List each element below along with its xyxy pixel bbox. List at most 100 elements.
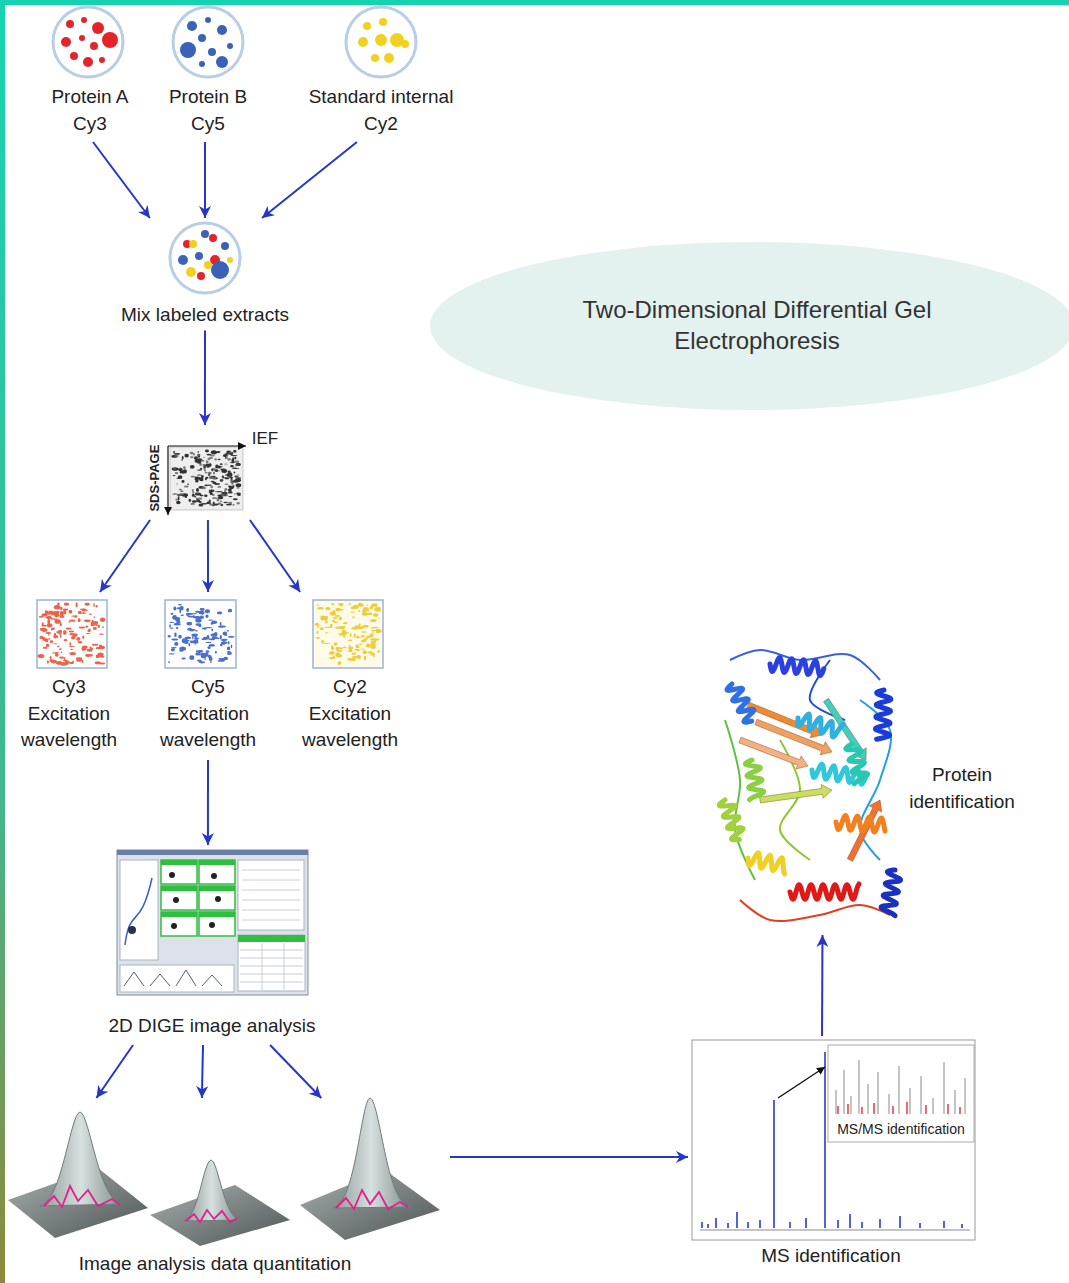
msms-inset: MS/MS identification (827, 1045, 975, 1143)
protein-dot (227, 43, 233, 49)
protein-dot (201, 230, 209, 238)
page-border (0, 0, 1069, 5)
protein-helix (836, 815, 885, 831)
software-screenshot: 2D DIGE image analysis (92, 845, 332, 1045)
node-label: IEF (245, 427, 285, 451)
flow-arrow (93, 142, 150, 218)
msms-inset (828, 1045, 974, 1142)
protein-dot (195, 252, 203, 260)
sample-dish (346, 7, 416, 77)
gel-spots (168, 604, 235, 663)
spectrum-frame (692, 1040, 975, 1240)
panel-dot (169, 872, 175, 878)
protein-dot (216, 56, 228, 68)
protein-dot (375, 34, 387, 46)
protein-dot (186, 267, 196, 277)
panel-dot (211, 873, 217, 879)
panel-dot (173, 897, 179, 903)
panel-header (161, 886, 197, 891)
panel-header (199, 912, 235, 917)
window-panel (161, 860, 197, 884)
panel-header (161, 912, 197, 917)
protein-dot (99, 57, 105, 63)
protein-dot (379, 18, 387, 26)
flow-arrow (450, 1156, 688, 1158)
protein-dot (197, 272, 205, 280)
flow-arrow (821, 935, 823, 1036)
protein-loop (730, 650, 880, 680)
peak-outline (186, 1210, 238, 1222)
node-label: MS/MS identification (829, 1120, 973, 1140)
protein-dot (83, 57, 93, 67)
channel-image (165, 600, 236, 668)
window-panel (199, 860, 235, 884)
axis-arrow (168, 445, 246, 446)
protein-dot (102, 32, 118, 48)
protein-dot (90, 42, 98, 50)
protein-dot (189, 240, 197, 248)
protein-dot (81, 17, 87, 23)
gel-spots (315, 603, 382, 666)
peak-surface (333, 1098, 410, 1208)
protein-dot (205, 17, 211, 23)
window-panel (199, 912, 235, 936)
panel-dot (209, 922, 215, 928)
protein-helix (727, 684, 754, 722)
protein-dot (371, 54, 379, 62)
flow-arrow (204, 331, 206, 425)
thumbnail-peaks (124, 970, 222, 986)
channel-image (313, 600, 383, 668)
protein-dot (180, 42, 196, 58)
protein-dot (70, 52, 78, 60)
channel-image (37, 600, 107, 668)
protein-dot (178, 255, 188, 265)
protein-helix (790, 884, 859, 899)
software-screenshot (117, 850, 308, 995)
protein-helix (745, 760, 763, 800)
window-frame (117, 850, 308, 995)
node-label: Cy2 Excitation wavelength (291, 674, 409, 754)
flow-arrow (96, 1045, 133, 1098)
mass-spectrum (692, 1040, 975, 1240)
table-lines (240, 943, 303, 990)
protein-strand (760, 784, 832, 803)
peak-outline (336, 1190, 408, 1209)
node-label: Standard internal Cy2 (300, 84, 462, 137)
gel-spots (38, 602, 106, 666)
panel-header (199, 886, 235, 891)
gel-spots (171, 450, 241, 507)
protein-dot (208, 48, 216, 56)
node-label: Protein B Cy5 (158, 84, 258, 137)
protein-helix (846, 744, 868, 784)
msms-peaks (838, 1102, 960, 1114)
flow-arrow (202, 1045, 203, 1098)
sample-circle: Standard internal Cy2 (295, 4, 467, 142)
ms-spectrum: MS identificationMS/MS identification (688, 1036, 980, 1276)
protein-helix (770, 658, 824, 676)
window-panel (120, 860, 158, 960)
protein-dot (61, 37, 71, 47)
channel-image: Cy5 Excitation wavelength (144, 592, 272, 760)
protein-dot (199, 61, 205, 67)
msms-peaks (836, 1060, 965, 1114)
protein-dot (358, 37, 368, 47)
flow-arrow (204, 142, 206, 218)
mix-circle: Mix labeled extracts (110, 218, 300, 331)
channel-image: Cy2 Excitation wavelength (286, 592, 414, 760)
peak-plot (8, 1098, 440, 1246)
node-label: Protein A Cy3 (40, 84, 140, 137)
sample-dish (53, 7, 123, 77)
flow-arrow (207, 520, 209, 592)
sample-circle: Protein B Cy5 (153, 4, 263, 142)
peak-panel: Image analysis data quantitation (3, 1098, 450, 1280)
peak-surface (40, 1112, 122, 1206)
flow-arrow (100, 520, 150, 592)
protein-dot (384, 53, 394, 63)
window-panel (120, 965, 234, 992)
panel-dot (128, 926, 136, 934)
protein-dot (211, 261, 229, 279)
protein-dot (209, 234, 217, 242)
title-ellipse (430, 242, 1069, 410)
page-border (0, 0, 5, 1283)
